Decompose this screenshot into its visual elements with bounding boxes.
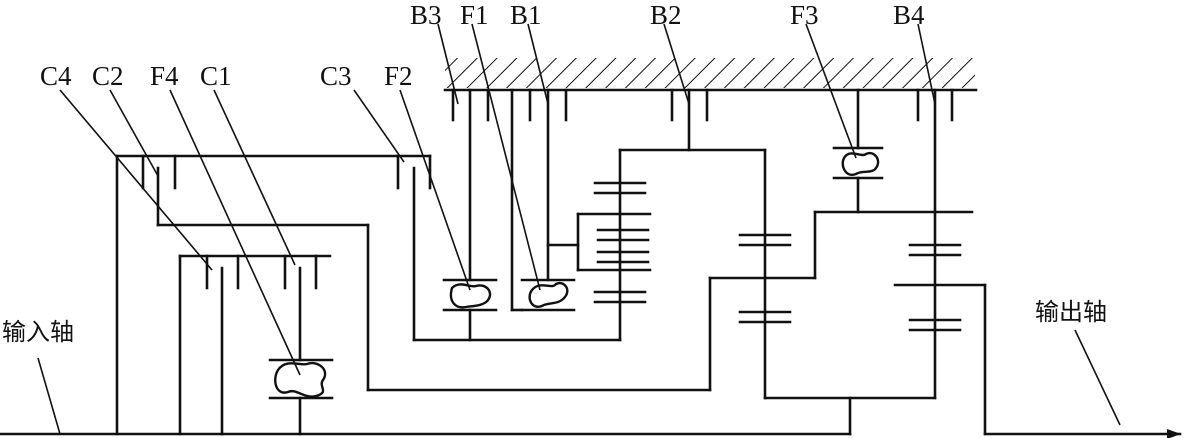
one-way-clutch-f4 [268, 358, 334, 436]
label-c1: C1 [200, 61, 232, 91]
leader-lines [37, 23, 1121, 435]
rear-planetary-gearset [893, 210, 987, 400]
label-f4: F4 [150, 61, 179, 91]
brake-b3 [451, 88, 490, 282]
one-way-clutch-f2 [442, 278, 498, 342]
output-shaft [983, 283, 1182, 438]
label-input-shaft: 输入轴 [2, 318, 74, 346]
label-f3: F3 [790, 0, 819, 30]
label-b3: B3 [410, 0, 442, 30]
label-c3: C3 [320, 61, 352, 91]
label-f1: F1 [460, 0, 489, 30]
brake-b1 [510, 88, 580, 312]
input-shaft [0, 154, 432, 436]
brake-b2 [670, 88, 709, 152]
clutch-c2-c3-drum [141, 154, 767, 392]
label-c4: C4 [40, 61, 72, 91]
front-planetary-gearset [576, 148, 767, 342]
clutch-c3 [396, 154, 622, 342]
middle-planetary-gearset [738, 148, 974, 400]
label-f2: F2 [384, 61, 413, 91]
label-b1: B1 [510, 0, 542, 30]
brake-b4 [916, 88, 954, 214]
label-b4: B4 [893, 0, 925, 30]
one-way-clutch-f1 [510, 278, 576, 312]
label-c2: C2 [92, 61, 124, 91]
transmission-housing [443, 58, 978, 92]
label-output-shaft: 输出轴 [1035, 298, 1107, 326]
clutch-c4-c1-drum [178, 254, 852, 436]
one-way-clutch-f3 [832, 88, 884, 214]
label-b2: B2 [650, 0, 682, 30]
